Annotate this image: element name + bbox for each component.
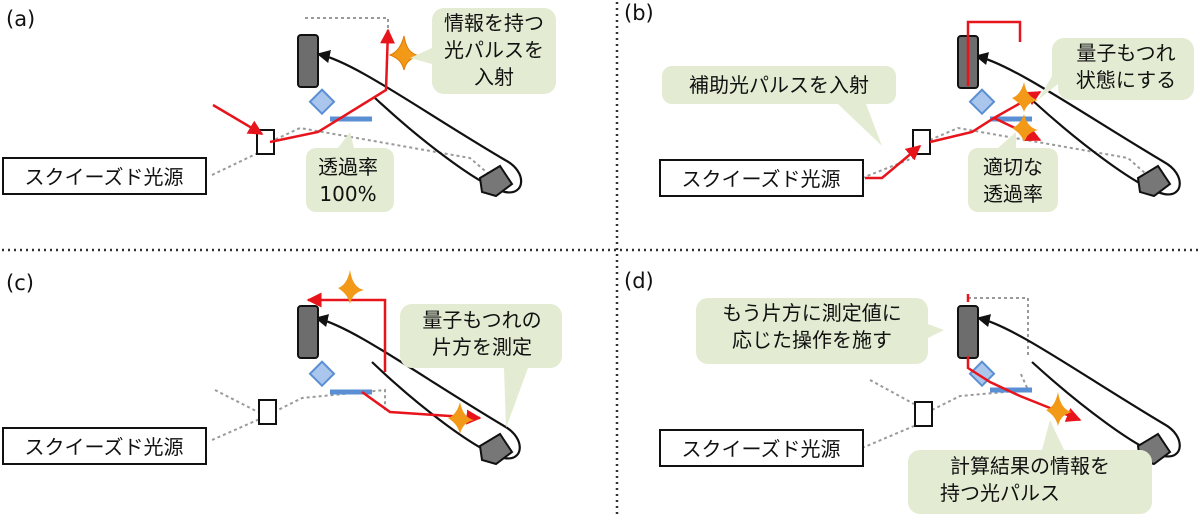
panel-c-cube — [308, 360, 336, 388]
panel-d-callout-operation-line1: もう片方に測定値に — [722, 301, 901, 325]
panel-d-callout-operation: もう片方に測定値に 応じた操作を施す — [696, 298, 944, 364]
panel-b-detector — [1136, 164, 1172, 198]
panel-c-fiber-loop — [314, 314, 521, 460]
panel-a-cube — [308, 88, 336, 116]
panel-d-source-label: スクイーズド光源 — [682, 437, 841, 461]
panel-a-callout-input: 情報を持つ 光パルスを 入射 — [410, 8, 556, 94]
panel-a: (a) スクイーズド光源 情報を持 — [2, 7, 556, 212]
panel-b-callout-entangle: 量子もつれ 状態にする — [1038, 38, 1194, 100]
panel-d-mirror — [957, 305, 979, 359]
panel-a-callout-input-line1: 情報を持つ — [444, 11, 544, 35]
panel-b-guides — [861, 126, 1156, 183]
panel-d-source-box — [659, 429, 864, 467]
panel-a-mirror — [297, 34, 319, 88]
panel-b-pulse-upper — [1012, 82, 1038, 112]
panel-a-guides — [211, 17, 499, 183]
panel-b-callout-proper-transmittance-line1: 適切な — [983, 155, 1043, 179]
panel-b-beams — [865, 20, 1042, 180]
panel-c-label: (c) — [6, 271, 34, 295]
panel-a-callout-transmittance: 透過率 100% — [306, 132, 394, 212]
panel-b-callout-auxiliary-line1: 補助光パルスを入射 — [689, 73, 869, 97]
panel-d-pulse — [1046, 392, 1072, 426]
panel-a-beams — [212, 28, 396, 144]
panel-a-pulse — [388, 35, 421, 71]
panel-b-pulse-lower — [1012, 114, 1038, 142]
panel-a-label: (a) — [6, 7, 35, 31]
panel-c-mirror — [297, 305, 319, 359]
panel-c-detector — [478, 432, 514, 466]
panel-b-callout-auxiliary: 補助光パルスを入射 — [662, 66, 896, 146]
panel-c-callout-measure-line1: 量子もつれの — [422, 308, 541, 332]
panel-a-fiber-loop — [316, 50, 523, 194]
panel-b-callout-proper-transmittance: 適切な 透過率 — [968, 132, 1058, 212]
panel-b-cube — [968, 88, 996, 116]
panel-d-guides — [861, 297, 1030, 449]
panel-b-callout-entangle-line2: 状態にする — [1076, 68, 1176, 92]
panel-b-callout-proper-transmittance-line2: 透過率 — [983, 182, 1043, 206]
panel-b-label: (b) — [624, 1, 654, 25]
panel-d: (d) スクイーズド光源 もう片方に測定値に 応じた操作を施す 計算結果の情報 — [624, 269, 1181, 514]
panel-b-source-box — [659, 159, 864, 197]
panel-a-callout-input-line2: 光パルスを — [444, 38, 544, 62]
panel-d-beams — [966, 294, 1082, 422]
panel-a-callout-input-line3: 入射 — [474, 65, 514, 89]
panel-c-source-label: スクイーズド光源 — [25, 435, 184, 459]
panel-c-guides — [211, 388, 386, 441]
panel-d-input-port — [914, 401, 933, 427]
panel-c: (c) スクイーズド光源 量子もつれの 片方を測定 — [2, 270, 562, 466]
panel-c-source-box — [2, 427, 207, 465]
panel-c-callout-measure: 量子もつれの 片方を測定 — [400, 304, 562, 428]
panel-c-callout-measure-line2: 片方を測定 — [432, 335, 532, 359]
panel-d-callout-result-line2: 持つ光パルス — [940, 481, 1060, 505]
panel-b-callout-entangle-line1: 量子もつれ — [1076, 41, 1175, 65]
panel-b-fiber-loop — [974, 52, 1181, 196]
panel-d-fiber-loop — [976, 314, 1181, 458]
panel-c-pulse-upper — [338, 270, 364, 304]
panel-b-source-label: スクイーズド光源 — [682, 167, 841, 191]
panel-d-callout-result-line1: 計算結果の情報を — [950, 454, 1110, 478]
panel-a-callout-transmittance-line2: 100% — [319, 182, 376, 206]
panel-a-detector — [478, 164, 514, 198]
panel-c-beams — [306, 292, 482, 425]
panel-c-pulse-lower — [448, 402, 474, 434]
panel-c-input-port — [258, 399, 277, 425]
panel-d-callout-result: 計算結果の情報を 持つ光パルス — [908, 420, 1152, 514]
panel-d-label: (d) — [624, 269, 654, 293]
panel-a-source-box — [2, 157, 207, 195]
panel-d-callout-operation-line2: 応じた操作を施す — [732, 328, 892, 352]
panel-a-callout-transmittance-line1: 透過率 — [318, 155, 378, 179]
panel-b: (b) スクイーズド光源 量子もつれ 状態にする 補助光パルスを入射 — [624, 1, 1194, 212]
panel-a-source-label: スクイーズド光源 — [25, 165, 184, 189]
